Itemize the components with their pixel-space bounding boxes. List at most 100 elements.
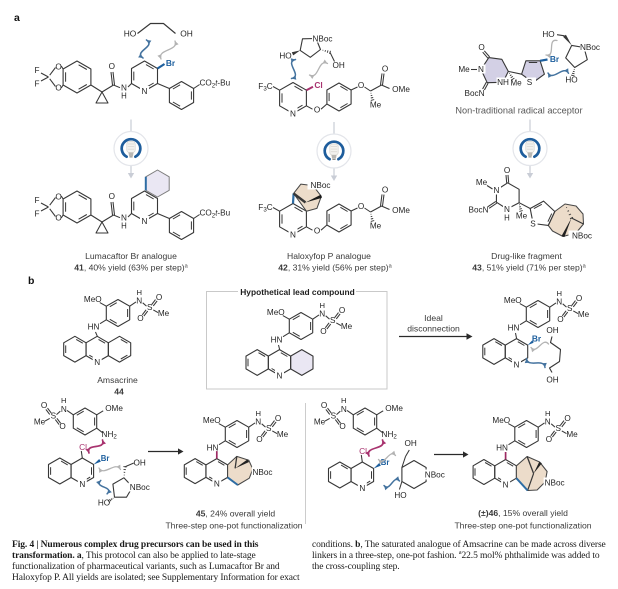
svg-text:Cl: Cl <box>359 446 367 456</box>
svg-text:CO2t-Bu: CO2t-Bu <box>200 79 231 90</box>
svg-text:N: N <box>514 360 520 369</box>
svg-text:O: O <box>382 186 388 195</box>
svg-text:Drug-like fragment: Drug-like fragment <box>491 251 562 261</box>
svg-text:N: N <box>94 358 100 367</box>
svg-text:H: H <box>61 396 67 405</box>
svg-text:O: O <box>55 83 61 92</box>
svg-text:N: N <box>545 418 551 427</box>
svg-text:Br: Br <box>101 454 110 463</box>
svg-text:H: H <box>136 288 142 297</box>
svg-text:OMe: OMe <box>385 404 403 413</box>
svg-text:HN: HN <box>88 322 100 331</box>
svg-text:Three-step one-pot functionali: Three-step one-pot functionalization <box>454 521 591 531</box>
svg-text:H: H <box>341 396 347 405</box>
svg-text:NBoc: NBoc <box>580 43 600 52</box>
svg-text:O: O <box>382 65 388 74</box>
svg-text:Me: Me <box>516 212 528 221</box>
svg-text:N: N <box>121 214 127 223</box>
svg-text:CO2t-Bu: CO2t-Bu <box>200 209 231 220</box>
svg-text:Me: Me <box>566 430 578 439</box>
svg-text:disconnection: disconnection <box>407 324 460 334</box>
svg-text:OMe: OMe <box>105 404 123 413</box>
svg-text:N: N <box>290 109 296 118</box>
svg-text:HN: HN <box>271 335 283 344</box>
svg-text:O: O <box>339 422 345 431</box>
svg-text:BocN: BocN <box>464 89 484 98</box>
svg-text:Cl: Cl <box>314 80 322 90</box>
svg-text:b: b <box>28 275 34 287</box>
svg-text:N: N <box>142 217 148 226</box>
svg-text:O: O <box>109 192 115 201</box>
svg-text:Haloxyfop P analogue: Haloxyfop P analogue <box>287 251 371 261</box>
svg-text:N: N <box>503 481 509 490</box>
svg-text:NBoc: NBoc <box>572 231 592 240</box>
svg-text:S: S <box>51 412 57 421</box>
svg-text:O: O <box>358 81 364 90</box>
svg-text:N: N <box>504 205 510 214</box>
svg-text:O: O <box>156 293 162 302</box>
svg-text:Me: Me <box>370 101 382 110</box>
svg-text:OH: OH <box>405 439 417 448</box>
svg-text:F: F <box>34 80 39 89</box>
svg-text:Br: Br <box>381 458 390 467</box>
svg-text:HO: HO <box>98 499 110 508</box>
svg-text:N: N <box>214 480 220 489</box>
svg-text:N: N <box>478 65 484 74</box>
svg-text:42, 31% yield (56% per step)a: 42, 31% yield (56% per step)a <box>278 262 392 272</box>
svg-text:NBoc: NBoc <box>253 468 273 477</box>
svg-text:Me: Me <box>476 178 488 187</box>
svg-text:NH2: NH2 <box>382 430 398 441</box>
svg-text:Ideal: Ideal <box>424 313 443 323</box>
svg-text:S: S <box>331 412 337 421</box>
svg-text:F3C: F3C <box>258 203 272 214</box>
svg-text:S: S <box>147 303 153 312</box>
svg-text:NH: NH <box>497 78 509 87</box>
svg-text:O: O <box>546 435 552 444</box>
svg-text:Me: Me <box>314 418 326 427</box>
svg-text:N: N <box>277 371 283 380</box>
svg-text:O: O <box>314 106 320 115</box>
svg-text:OMe: OMe <box>392 206 410 215</box>
svg-text:NBoc: NBoc <box>545 478 565 487</box>
svg-text:Cl: Cl <box>79 442 87 452</box>
svg-text:H: H <box>121 222 127 231</box>
svg-text:HO: HO <box>565 76 577 85</box>
svg-text:Br: Br <box>166 58 176 68</box>
svg-text:N: N <box>79 480 85 489</box>
svg-text:Me: Me <box>277 430 289 439</box>
svg-text:Me: Me <box>458 65 470 74</box>
svg-text:HN: HN <box>508 323 520 332</box>
svg-text:O: O <box>564 414 570 423</box>
svg-text:N: N <box>319 310 325 319</box>
svg-text:Non-traditional radical accept: Non-traditional radical acceptor <box>455 106 582 116</box>
svg-text:43, 51% yield (71% per step)a: 43, 51% yield (71% per step)a <box>472 262 586 272</box>
svg-text:OH: OH <box>333 61 345 70</box>
svg-text:(±)46, 15% overall yield: (±)46, 15% overall yield <box>478 508 568 518</box>
svg-text:MeO: MeO <box>267 308 285 317</box>
svg-text:O: O <box>109 62 115 71</box>
svg-text:NBoc: NBoc <box>425 471 445 480</box>
svg-text:NH2: NH2 <box>102 430 118 441</box>
svg-text:BocN: BocN <box>468 206 488 215</box>
svg-text:N: N <box>341 405 347 414</box>
svg-text:OH: OH <box>546 376 558 385</box>
svg-text:O: O <box>137 314 143 323</box>
svg-text:N: N <box>255 418 261 427</box>
svg-text:H: H <box>504 214 510 223</box>
svg-text:H: H <box>556 289 562 298</box>
svg-text:S: S <box>530 220 536 229</box>
svg-text:MeO: MeO <box>203 416 221 425</box>
svg-text:O: O <box>339 306 345 315</box>
svg-text:S: S <box>330 316 336 325</box>
svg-text:HN: HN <box>496 443 508 452</box>
svg-text:H: H <box>545 409 551 418</box>
svg-text:N: N <box>556 298 562 307</box>
svg-text:O: O <box>275 414 281 423</box>
svg-text:F: F <box>34 66 39 75</box>
svg-text:N: N <box>290 230 296 239</box>
svg-text:44: 44 <box>114 386 124 396</box>
svg-text:OH: OH <box>180 29 193 39</box>
svg-text:S: S <box>567 304 573 313</box>
svg-text:O: O <box>504 166 510 175</box>
svg-text:N: N <box>359 484 365 493</box>
